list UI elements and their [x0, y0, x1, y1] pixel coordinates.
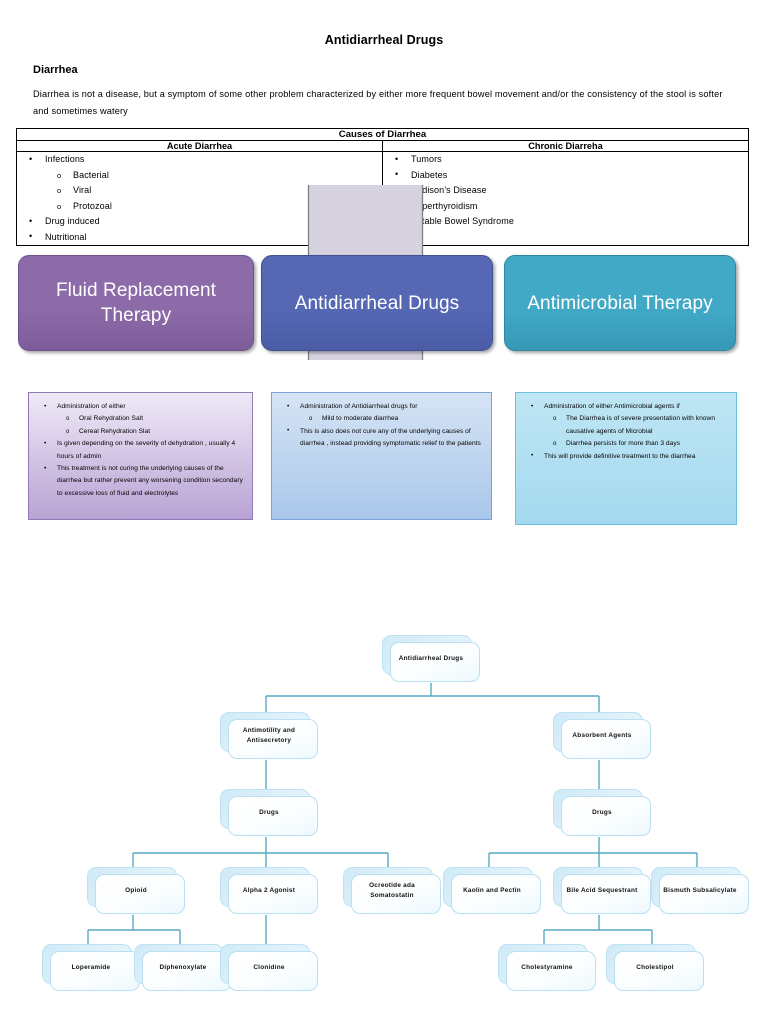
flow-label-bismuth-subsalicylate: Bismuth Subsalicylate — [663, 887, 737, 895]
node-card: Bismuth Subsalicylate — [659, 874, 749, 914]
therapy-label-fluid-replacement: Fluid Replacement Therapy — [55, 280, 217, 326]
flow-label-opioid: Opioid — [125, 887, 147, 895]
therapy-detail-item: Administration of Antidiarrheal drugs fo… — [274, 400, 485, 413]
therapy-detail-item: Administration of either Antimicrobial a… — [518, 400, 730, 413]
node-card: Loperamide — [50, 951, 140, 991]
therapy-detail-item: Is given depending on the severity of de… — [31, 438, 246, 463]
column-header-chronic: Chronic Diarreha — [382, 140, 749, 152]
details-box-antimicrobial: Administration of either Antimicrobial a… — [515, 392, 737, 525]
flow-label-bile-acid-sequestrant: Bile Acid Sequestrant — [566, 887, 638, 895]
flow-label-drugs-left: Drugs — [259, 809, 279, 817]
node-card: Opioid — [95, 874, 185, 914]
column-header-acute: Acute Diarrhea — [16, 140, 383, 152]
therapy-detail-item: This treatment is not curing the underly… — [31, 463, 246, 500]
acute-cause-item: Protozoal — [17, 199, 382, 215]
node-card: Clonidine — [228, 951, 318, 991]
node-card: Diphenoxylate — [142, 951, 232, 991]
acute-cause-item: Bacterial — [17, 168, 382, 184]
node-card: Kaolin and Pectin — [451, 874, 541, 914]
node-card: Drugs — [228, 796, 318, 836]
flow-node-cholestyramine[interactable]: Cholestyramine — [498, 944, 596, 991]
node-card: Absorbent Agents — [561, 719, 651, 759]
acute-cause-item: Drug induced — [17, 214, 382, 230]
node-card: Drugs — [561, 796, 651, 836]
flow-label-ocreotide-somatostatin: Ocreotide ada Somatostatin — [369, 882, 415, 899]
node-card: Alpha 2 Agonist — [228, 874, 318, 914]
flow-node-opioid[interactable]: Opioid — [87, 867, 185, 914]
therapy-detail-item: This will provide definitive treatment t… — [518, 450, 730, 463]
flow-node-cholestipol[interactable]: Cholestipol — [606, 944, 704, 991]
therapy-detail-item: The Diarrhea is of severe presentation w… — [518, 413, 730, 438]
section-heading-diarrhea: Diarrhea — [33, 64, 78, 76]
node-card: Antimotility and Antisecretory — [228, 719, 318, 759]
flow-node-root[interactable]: Antidiarrheal Drugs — [382, 635, 480, 682]
page-title: Antidiarrheal Drugs — [324, 33, 444, 47]
therapy-detail-item: Administration of either — [31, 400, 246, 413]
flow-node-ocreotide-somatostatin[interactable]: Ocreotide ada Somatostatin — [343, 867, 441, 914]
flow-node-bile-acid-sequestrant[interactable]: Bile Acid Sequestrant — [553, 867, 651, 914]
flow-node-bismuth-subsalicylate[interactable]: Bismuth Subsalicylate — [651, 867, 749, 914]
flow-label-absorbent-agents: Absorbent Agents — [572, 732, 632, 740]
details-box-antidiarrheal-drugs: Administration of Antidiarrheal drugs fo… — [271, 392, 492, 520]
intro-paragraph: Diarrhea is not a disease, but a symptom… — [33, 89, 723, 116]
details-list-antidiarrheal-drugs: Administration of Antidiarrheal drugs fo… — [274, 400, 485, 451]
node-card: Cholestyramine — [506, 951, 596, 991]
flow-node-clonidine[interactable]: Clonidine — [220, 944, 318, 991]
therapy-details-row: Administration of eitherOral Rehydration… — [0, 392, 768, 525]
chronic-cause-item: Tumors — [383, 152, 748, 168]
flow-label-cholestyramine: Cholestyramine — [521, 964, 573, 972]
therapy-box-antidiarrheal-drugs[interactable]: Antidiarrheal Drugs — [261, 255, 493, 351]
flow-node-drugs-left[interactable]: Drugs — [220, 789, 318, 836]
flow-label-loperamide: Loperamide — [71, 964, 111, 972]
node-card: Antidiarrheal Drugs — [390, 642, 480, 682]
flow-label-alpha-2-agonist: Alpha 2 Agonist — [242, 887, 296, 895]
flow-label-cholestipol: Cholestipol — [636, 964, 674, 972]
flow-label-diphenoxylate: Diphenoxylate — [159, 964, 207, 972]
therapy-detail-item: Mild to moderate diarrhea — [274, 413, 485, 426]
therapy-box-antimicrobial[interactable]: Antimicrobial Therapy — [504, 255, 736, 351]
therapy-label-antimicrobial: Antimicrobial Therapy — [527, 292, 713, 314]
flowchart-connectors — [87, 683, 698, 945]
flow-node-diphenoxylate[interactable]: Diphenoxylate — [134, 944, 232, 991]
therapy-detail-item: Oral Rehydration Salt — [31, 413, 246, 426]
flow-node-alpha-2-agonist[interactable]: Alpha 2 Agonist — [220, 867, 318, 914]
flow-node-kaolin-and-pectin[interactable]: Kaolin and Pectin — [443, 867, 541, 914]
flow-node-antimotility[interactable]: Antimotility and Antisecretory — [220, 712, 318, 759]
acute-cause-item: Viral — [17, 183, 382, 199]
therapy-box-fluid-replacement[interactable]: Fluid Replacement Therapy — [18, 255, 254, 351]
flow-label-antimotility: Antimotility and Antisecretory — [242, 727, 296, 744]
therapy-options-row: Fluid Replacement Therapy Antidiarrheal … — [0, 255, 768, 351]
flow-node-loperamide[interactable]: Loperamide — [42, 944, 140, 991]
node-card: Bile Acid Sequestrant — [561, 874, 651, 914]
flow-label-drugs-right: Drugs — [592, 809, 612, 817]
chronic-cause-item: Diabetes — [383, 167, 748, 184]
flow-node-drugs-right[interactable]: Drugs — [553, 789, 651, 836]
therapy-detail-item: This is also does not cure any of the un… — [274, 425, 485, 451]
flow-label-kaolin-and-pectin: Kaolin and Pectin — [463, 887, 521, 895]
details-box-fluid-replacement: Administration of eitherOral Rehydration… — [28, 392, 253, 520]
flow-label-clonidine: Clonidine — [253, 964, 285, 972]
table-title-row: Causes of Diarrhea — [16, 128, 749, 141]
flow-node-absorbent-agents[interactable]: Absorbent Agents — [553, 712, 651, 759]
table-header-row: Acute Diarrhea Chronic Diarreha — [16, 140, 749, 152]
flow-label-root: Antidiarrheal Drugs — [398, 655, 464, 663]
chronic-causes-cell: TumorsDiabetesAddison’s DiseaseHyperthyr… — [382, 151, 749, 246]
node-card: Cholestipol — [614, 951, 704, 991]
details-list-antimicrobial: Administration of either Antimicrobial a… — [518, 400, 730, 463]
therapy-detail-item: Cereal Rehydration Slat — [31, 426, 246, 439]
therapy-label-antidiarrheal-drugs: Antidiarrheal Drugs — [294, 292, 460, 314]
table-title: Causes of Diarrhea — [16, 128, 749, 141]
therapy-detail-item: Diarrhea persists for more than 3 days — [518, 438, 730, 451]
antidiarrheal-drugs-flowchart: Antidiarrheal Drugs Antimotility and Ant… — [0, 600, 768, 1024]
node-card: Ocreotide ada Somatostatin — [351, 874, 441, 914]
down-arrow-shape — [293, 185, 473, 360]
details-list-fluid-replacement: Administration of eitherOral Rehydration… — [31, 400, 246, 500]
acute-cause-item: Infections — [17, 152, 382, 168]
acute-cause-item: Nutritional — [17, 229, 382, 246]
acute-causes-list: InfectionsBacterialViralProtozoalDrug in… — [17, 152, 382, 245]
